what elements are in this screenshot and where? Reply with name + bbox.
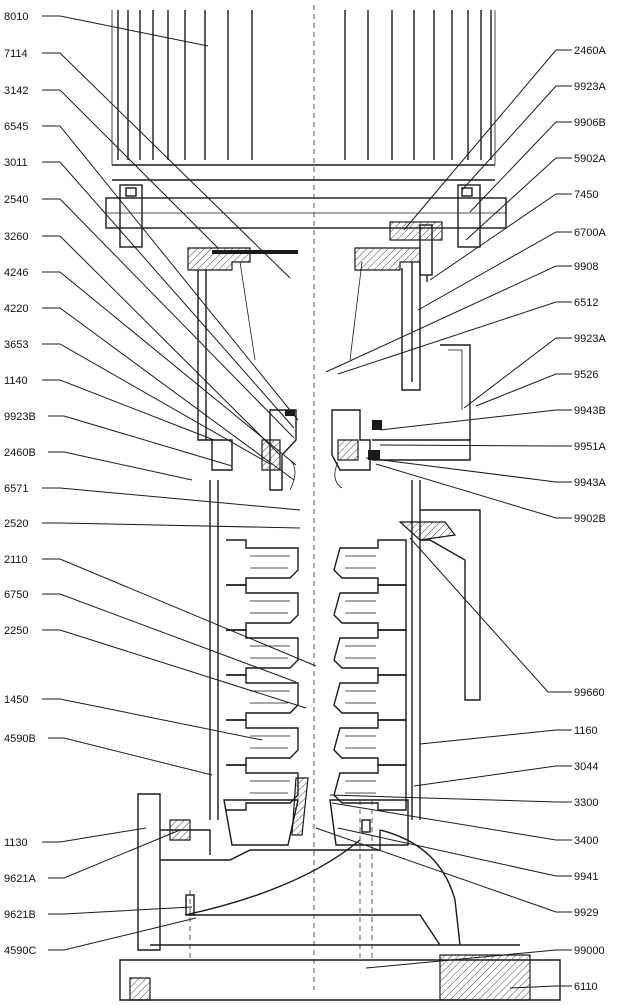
discharge-port: [398, 521, 457, 541]
label-7114: 7114: [4, 48, 28, 60]
label-2460a: 2460A: [574, 45, 606, 57]
stage-2: [226, 584, 407, 631]
label-5902a: 5902A: [574, 153, 606, 165]
label-1450: 1450: [4, 694, 28, 706]
left-flange-bolt: [119, 184, 143, 248]
label-3300: 3300: [574, 797, 598, 809]
label-3011: 3011: [4, 157, 28, 169]
label-9621a: 9621A: [4, 873, 36, 885]
label-3142: 3142: [4, 85, 28, 97]
label-9943b: 9943B: [574, 405, 606, 417]
motor-stool: [187, 221, 443, 441]
impeller-stages: [226, 539, 407, 811]
label-4590b: 4590B: [4, 733, 36, 745]
label-8010: 8010: [4, 11, 28, 23]
label-2250: 2250: [4, 625, 28, 637]
label-9923a-2: 9923A: [574, 333, 606, 345]
pump-base: [119, 777, 561, 1001]
label-9941: 9941: [574, 871, 598, 883]
stage-5: [226, 719, 407, 766]
label-2520: 2520: [4, 518, 28, 530]
label-7450: 7450: [574, 189, 598, 201]
right-flange-bolt: [457, 184, 481, 248]
label-6512: 6512: [574, 297, 598, 309]
label-3260: 3260: [4, 231, 28, 243]
label-1140: 1140: [4, 375, 28, 387]
shaft-seal: [211, 344, 471, 491]
label-2540: 2540: [4, 194, 28, 206]
label-2110: 2110: [4, 554, 28, 566]
inlet-flange: [137, 793, 161, 951]
label-99000: 99000: [574, 945, 605, 957]
label-9951a: 9951A: [574, 441, 606, 453]
label-99660: 99660: [574, 687, 605, 699]
label-2460b: 2460B: [4, 447, 36, 459]
label-9526: 9526: [574, 369, 598, 381]
label-9908: 9908: [574, 261, 598, 273]
label-6750: 6750: [4, 589, 28, 601]
base-plate: [119, 959, 561, 1001]
motor: [105, 10, 507, 248]
label-6545: 6545: [4, 121, 28, 133]
label-9943a: 9943A: [574, 477, 606, 489]
stage-4: [226, 674, 407, 721]
label-9906b: 9906B: [574, 117, 606, 129]
label-4220: 4220: [4, 303, 28, 315]
label-4590c: 4590C: [4, 945, 36, 957]
label-9923b: 9923B: [4, 411, 36, 423]
right-leader-lines: [315, 49, 572, 989]
left-callout-labels: 8010 7114 3142 6545 3011 2540 3260 4246 …: [4, 11, 36, 957]
label-9929: 9929: [574, 907, 598, 919]
label-3400: 3400: [574, 835, 598, 847]
label-3044: 3044: [574, 761, 598, 773]
label-3653: 3653: [4, 339, 28, 351]
right-callout-labels: 2460A 9923A 9906B 5902A 7450 6700A 9908 …: [574, 45, 606, 993]
stage-1: [226, 539, 407, 586]
label-6700a: 6700A: [574, 227, 606, 239]
label-9923a: 9923A: [574, 81, 606, 93]
label-4246: 4246: [4, 267, 28, 279]
label-6110: 6110: [574, 981, 598, 993]
pump-sleeve: [209, 480, 481, 820]
label-1160: 1160: [574, 725, 598, 737]
label-9621b: 9621B: [4, 909, 36, 921]
coupling-guard-right: [389, 221, 443, 241]
label-9902b: 9902B: [574, 513, 606, 525]
motor-cooling-fins: [117, 10, 492, 160]
label-1130: 1130: [4, 837, 28, 849]
left-leader-lines: [42, 15, 317, 951]
stage-6: [226, 764, 407, 811]
stage-3: [226, 629, 407, 676]
label-6571: 6571: [4, 483, 28, 495]
